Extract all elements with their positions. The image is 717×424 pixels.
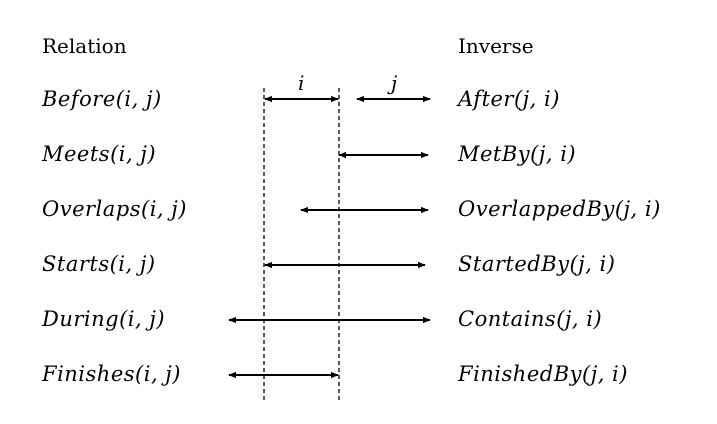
relation-overlaps: Overlaps(i, j): [42, 197, 187, 221]
inverse-met-by: MetBy(j, i): [458, 142, 577, 166]
relation-header: Relation: [42, 34, 127, 58]
inverse-finished-by: FinishedBy(j, i): [458, 362, 628, 386]
j-segment-label: j: [387, 71, 397, 95]
i-segment-label: i: [298, 71, 304, 95]
inverse-overlapped-by: OverlappedBy(j, i): [458, 197, 661, 221]
relation-before: Before(i, j): [42, 87, 162, 111]
relation-during: During(i, j): [42, 307, 166, 331]
inverse-started-by: StartedBy(j, i): [458, 252, 616, 276]
inverse-contains: Contains(j, i): [458, 307, 603, 331]
relation-meets: Meets(i, j): [42, 142, 157, 166]
inverse-header: Inverse: [458, 34, 534, 58]
relation-finishes: Finishes(i, j): [42, 362, 181, 386]
relation-starts: Starts(i, j): [42, 252, 156, 276]
inverse-after: After(j, i): [458, 87, 560, 111]
